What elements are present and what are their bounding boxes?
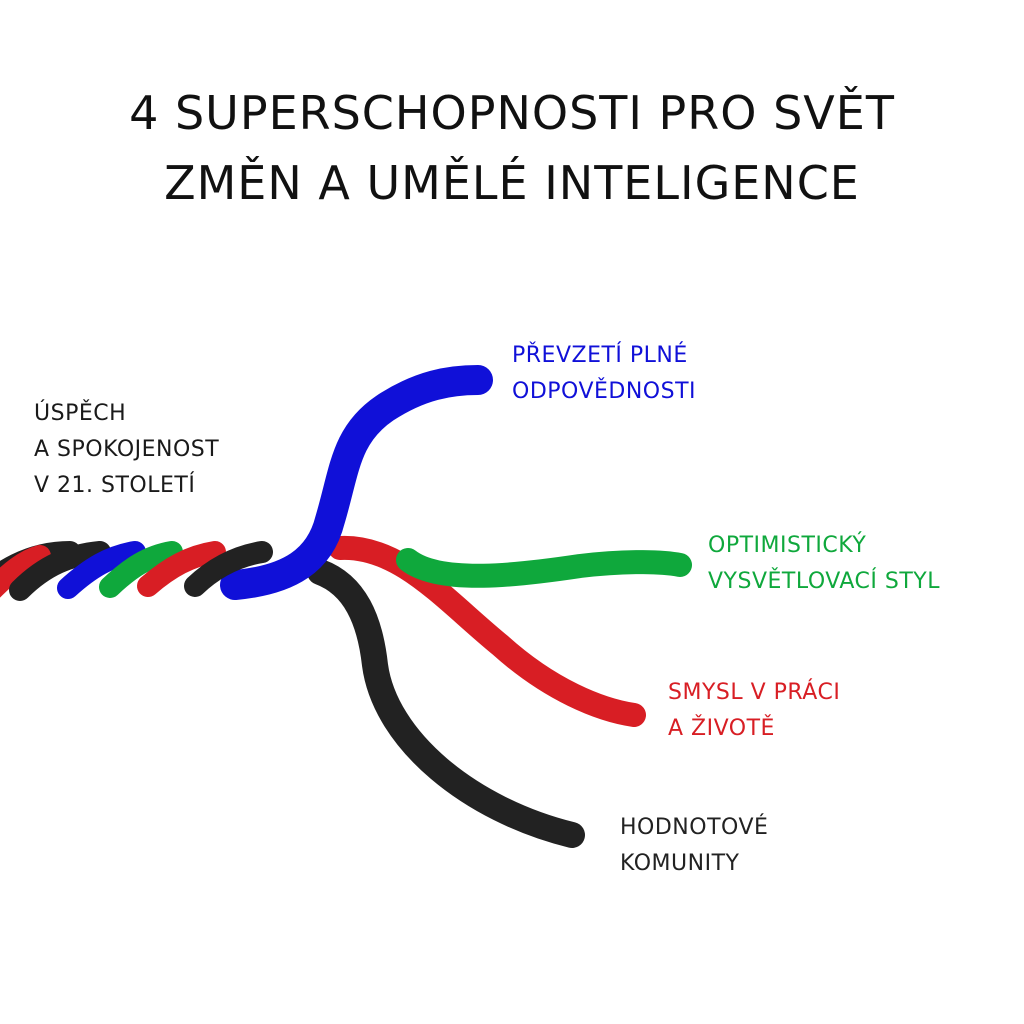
branch-label-green: OPTIMISTICKÝ VYSVĚTLOVACÍ STYL	[708, 528, 940, 600]
branch-label-line-1: PŘEVZETÍ PLNÉ	[512, 343, 688, 368]
root-label-line-2: A SPOKOJENOST	[34, 437, 220, 462]
title-line-1: 4 SUPERSCHOPNOSTI PRO SVĚT	[129, 86, 895, 140]
root-label-line-1: ÚSPĚCH	[34, 401, 127, 426]
branch-label-line-2: VYSVĚTLOVACÍ STYL	[708, 569, 940, 594]
rope-segment-blue	[57, 541, 146, 599]
black-branch-strand	[307, 559, 585, 848]
branch-label-red: SMYSL V PRÁCI A ŽIVOTĚ	[668, 675, 840, 747]
green-branch-strand	[396, 548, 692, 588]
branch-label-line-2: KOMUNITY	[620, 851, 740, 876]
page-title: 4 SUPERSCHOPNOSTI PRO SVĚT ZMĚN A UMĚLÉ …	[0, 78, 1024, 218]
branch-label-line-1: SMYSL V PRÁCI	[668, 680, 841, 705]
root-label: ÚSPĚCH A SPOKOJENOST V 21. STOLETÍ	[34, 396, 219, 504]
rope-segment-red	[137, 541, 226, 597]
branch-label-line-2: A ŽIVOTĚ	[668, 716, 775, 741]
branch-label-line-1: OPTIMISTICKÝ	[708, 533, 867, 558]
rope-segment-green	[99, 541, 183, 598]
branch-label-line-2: ODPOVĚDNOSTI	[512, 379, 697, 404]
rope-segment-red	[0, 545, 51, 598]
rope-segment-black	[9, 541, 111, 601]
title-line-2: ZMĚN A UMĚLÉ INTELIGENCE	[164, 156, 860, 210]
branch-label-black: HODNOTOVÉ KOMUNITY	[620, 810, 768, 882]
root-label-line-3: V 21. STOLETÍ	[34, 473, 196, 498]
red-branch-strand	[328, 535, 646, 727]
twisted-rope	[0, 541, 273, 601]
branch-label-blue: PŘEVZETÍ PLNÉ ODPOVĚDNOSTI	[512, 338, 696, 410]
branch-label-line-1: HODNOTOVÉ	[620, 815, 769, 840]
rope-segment-black	[184, 541, 273, 597]
blue-branch-strand	[220, 365, 493, 600]
